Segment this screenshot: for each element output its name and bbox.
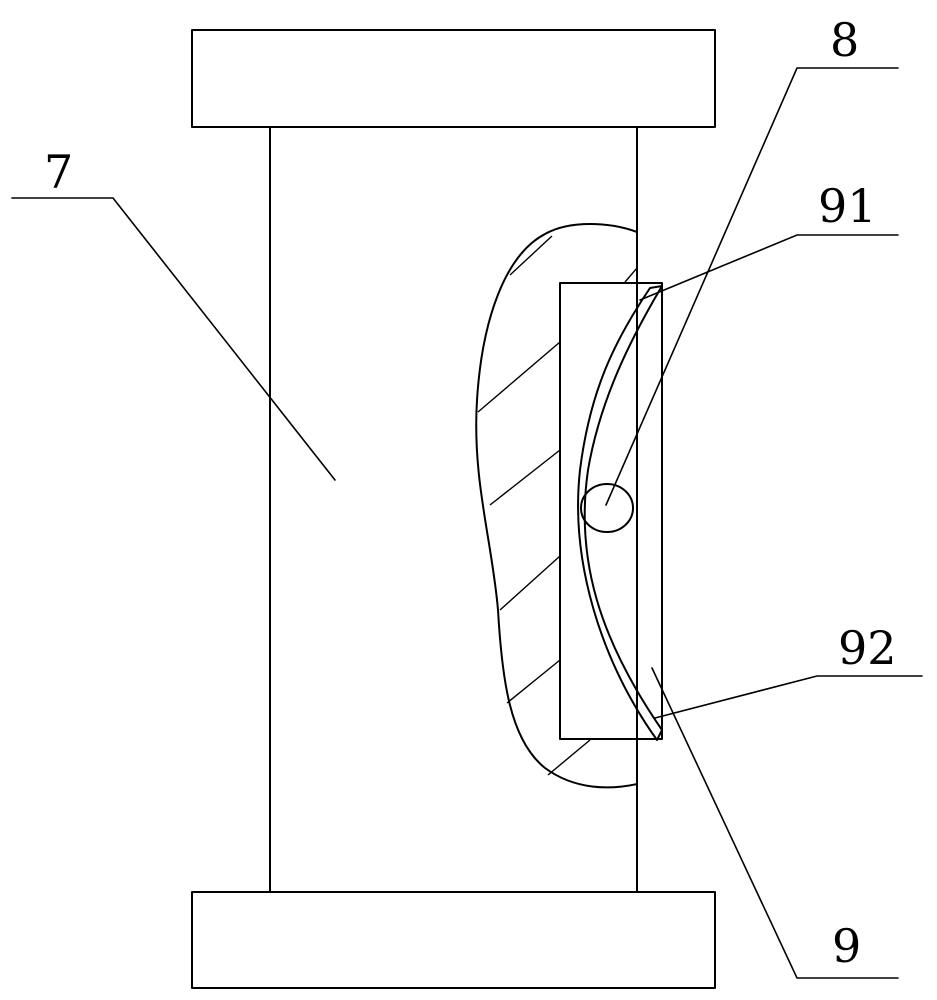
label-8: 8 xyxy=(830,13,859,67)
recess-outline xyxy=(475,223,638,789)
leader-line-91 xyxy=(639,234,899,301)
leader-line-92 xyxy=(654,675,923,719)
curved-lever xyxy=(577,285,663,741)
leader-line-9 xyxy=(651,667,899,979)
label-7: 7 xyxy=(44,145,73,199)
recess-hatching xyxy=(477,235,638,776)
leader-line-8 xyxy=(605,67,899,506)
label-91: 91 xyxy=(818,179,877,233)
inner-plate xyxy=(559,282,663,740)
label-92: 92 xyxy=(838,621,897,675)
top-flange xyxy=(191,29,716,128)
label-9: 9 xyxy=(832,919,861,973)
bottom-flange xyxy=(191,891,716,989)
leader-line-7 xyxy=(11,197,336,481)
pivot-pin xyxy=(580,483,634,533)
